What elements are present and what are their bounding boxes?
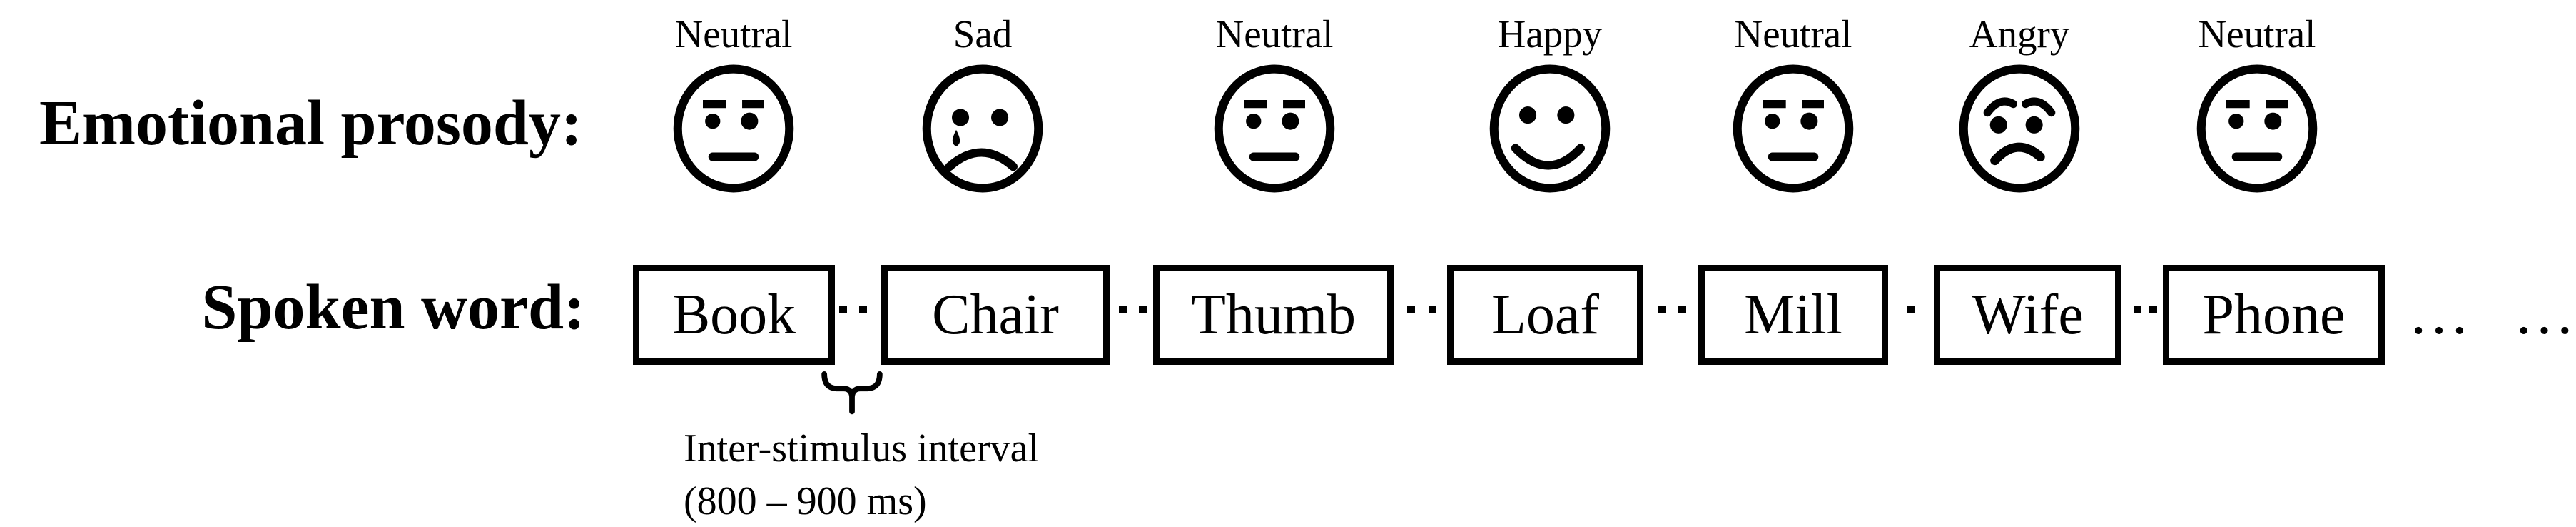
word-text: Loaf <box>1491 283 1599 346</box>
word-text: Thumb <box>1190 283 1357 346</box>
sequence-continuation-dots: … … <box>2408 278 2576 347</box>
isi-label-line2: (800 – 900 ms) <box>684 478 927 523</box>
isi-dot <box>2134 306 2141 313</box>
word-text: Phone <box>2202 283 2346 346</box>
neutral-face-icon <box>1214 64 1335 193</box>
isi-dot <box>1678 306 1686 313</box>
word-box: Wife <box>1934 265 2121 365</box>
isi-label-line1: Inter-stimulus interval <box>684 426 1040 471</box>
neutral-face-icon <box>1733 64 1854 193</box>
word-box: Phone <box>2163 265 2385 365</box>
isi-dot <box>859 306 867 313</box>
isi-dot <box>1907 306 1915 313</box>
isi-dot <box>1139 306 1147 313</box>
word-text: Book <box>671 283 796 346</box>
prosody-label: Neutral <box>1215 12 1334 56</box>
prosody-row-label: Emotional prosody: <box>39 88 582 159</box>
interval-brace-icon <box>821 371 883 415</box>
isi-dot <box>1407 306 1415 313</box>
prosody-label: Neutral <box>674 12 793 56</box>
isi-dot <box>2149 306 2157 313</box>
word-box: Book <box>633 265 835 365</box>
prosody-label: Neutral <box>1734 12 1852 56</box>
word-text: Chair <box>932 283 1059 346</box>
word-box: Chair <box>881 265 1110 365</box>
angry-face-icon <box>1959 64 2080 193</box>
spoken-row-label: Spoken word: <box>201 272 585 343</box>
isi-dot <box>1119 306 1127 313</box>
prosody-label: Angry <box>1969 12 2070 56</box>
word-text: Wife <box>1972 283 2084 346</box>
word-box: Thumb <box>1153 265 1394 365</box>
neutral-face-icon <box>673 64 794 193</box>
isi-annotation: Inter-stimulus interval (800 – 900 ms) <box>684 423 1039 527</box>
prosody-label: Happy <box>1497 12 1603 56</box>
sad-face-icon <box>922 64 1043 193</box>
word-box: Mill <box>1698 265 1888 365</box>
happy-face-icon <box>1489 64 1611 193</box>
isi-dot <box>839 306 847 313</box>
prosody-label: Sad <box>953 12 1013 56</box>
isi-dot <box>1429 306 1436 313</box>
word-box: Loaf <box>1447 265 1643 365</box>
isi-dot <box>1658 306 1666 313</box>
word-text: Mill <box>1744 283 1842 346</box>
prosody-label: Neutral <box>2198 12 2316 56</box>
neutral-face-icon <box>2196 64 2318 193</box>
